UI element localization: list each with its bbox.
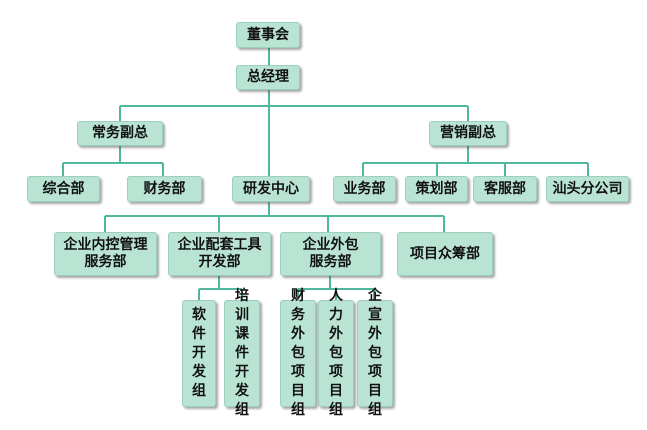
tools-dept-label: 企业配套工具 开发部: [178, 237, 262, 271]
crowdfunding-dept-label: 项目众筹部: [410, 245, 480, 262]
training-group-label: 培训课件开发组: [234, 288, 249, 418]
sales-dept-label: 业务部: [343, 180, 386, 197]
tools-dept-line1: 企业配套工具: [177, 237, 262, 253]
internal-control-line1: 企业内控管理: [63, 237, 148, 253]
rnd-center-label: 研发中心: [243, 180, 299, 197]
board-label: 董事会: [247, 26, 289, 43]
outsourcing-dept-box: 企业外包 服务部: [280, 232, 381, 276]
software-group-label: 软件开发组: [191, 307, 206, 399]
general-dept-label: 综合部: [42, 180, 85, 197]
shantou-branch-box: 汕头分公司: [546, 176, 629, 202]
outsourcing-dept-line1: 企业外包: [302, 237, 359, 253]
internal-control-line2: 服务部: [84, 254, 127, 270]
vp-sales-box: 营销副总: [429, 121, 507, 146]
service-dept-label: 客服部: [484, 180, 526, 197]
general-manager-box: 总经理: [236, 65, 300, 90]
general-manager-label: 总经理: [247, 69, 289, 85]
promo-outsourcing-group-label: 企宣外包项目组: [367, 288, 382, 418]
sales-dept-box: 业务部: [333, 176, 396, 202]
internal-control-dept-label: 企业内控管理 服务部: [64, 237, 148, 271]
hr-outsourcing-group-label: 人力外包项目组: [328, 288, 343, 418]
vp-sales-label: 营销副总: [440, 125, 496, 141]
outsourcing-dept-line2: 服务部: [309, 254, 352, 270]
training-group-box: 培训课件开发组: [224, 288, 260, 418]
shantou-branch-label: 汕头分公司: [552, 180, 623, 197]
outsourcing-dept-label: 企业外包 服务部: [303, 237, 359, 271]
general-dept-box: 综合部: [27, 176, 100, 202]
finance-dept-label: 财务部: [143, 180, 186, 197]
internal-control-dept-box: 企业内控管理 服务部: [54, 232, 157, 276]
tools-dept-box: 企业配套工具 开发部: [168, 232, 271, 276]
software-group-box: 软件开发组: [182, 300, 216, 407]
vp-operations-label: 常务副总: [92, 125, 148, 141]
service-dept-box: 客服部: [473, 176, 537, 202]
finance-outsourcing-group-box: 财务外包项目组: [280, 288, 316, 418]
board-box: 董事会: [236, 22, 300, 48]
tools-dept-line2: 开发部: [198, 254, 241, 270]
crowdfunding-dept-box: 项目众筹部: [397, 232, 493, 276]
hr-outsourcing-group-box: 人力外包项目组: [318, 288, 354, 418]
rnd-center-box: 研发中心: [232, 176, 310, 202]
finance-dept-box: 财务部: [127, 176, 202, 202]
planning-dept-label: 策划部: [415, 180, 458, 197]
planning-dept-box: 策划部: [405, 176, 468, 202]
finance-outsourcing-group-label: 财务外包项目组: [290, 288, 305, 418]
vp-operations-box: 常务副总: [77, 121, 163, 146]
promo-outsourcing-group-box: 企宣外包项目组: [357, 288, 393, 418]
